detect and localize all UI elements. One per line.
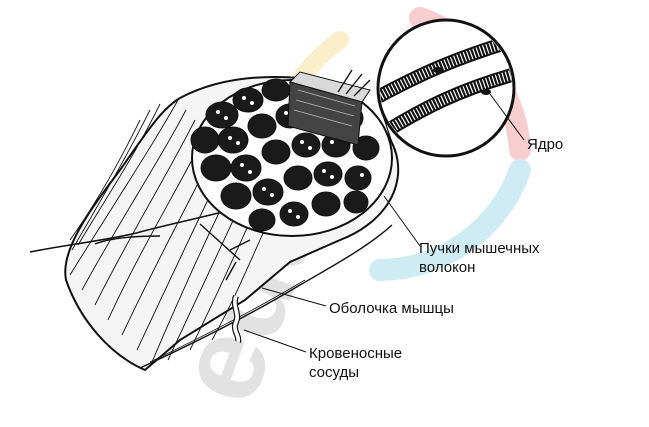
fiber-bundles-label-line2: волокон (419, 259, 476, 276)
bundles-pointer (383, 195, 421, 247)
vessel-branch (199, 223, 251, 281)
vessels-pointer (243, 329, 307, 353)
blood-vessels-label: Кровеносные сосуды (309, 344, 402, 382)
nerve-branch (94, 235, 161, 245)
nerve-strand (29, 209, 231, 253)
inset-connector (377, 99, 396, 153)
sheath-pointer (261, 287, 327, 307)
muscle-sheath-label-text: Оболочка мышцы (329, 300, 454, 317)
nucleus-mark (481, 89, 491, 95)
extracted-fiber-block (287, 69, 371, 146)
muscle-cross-section (190, 69, 421, 247)
sheath-edge (139, 224, 393, 369)
fiber-bundles (190, 76, 380, 232)
fiber-specks (216, 96, 364, 219)
nucleus-label-text: Ядро (527, 136, 564, 153)
nucleus-label: Ядро (527, 135, 563, 154)
watermark-arc-blue (369, 159, 531, 281)
nucleus-pointer (489, 93, 525, 141)
magnified-inset (376, 18, 525, 158)
blood-vessels-label-line2: сосуды (309, 364, 360, 381)
blood-vessels-label-line1: Кровеносные (309, 345, 403, 362)
fiber-bundles-label-line1: Пучки мышечных (419, 240, 540, 257)
fiber-bundles-label: Пучки мышечных волокон (419, 239, 540, 277)
muscle-sheath-label: Оболочка мышцы (329, 299, 454, 318)
